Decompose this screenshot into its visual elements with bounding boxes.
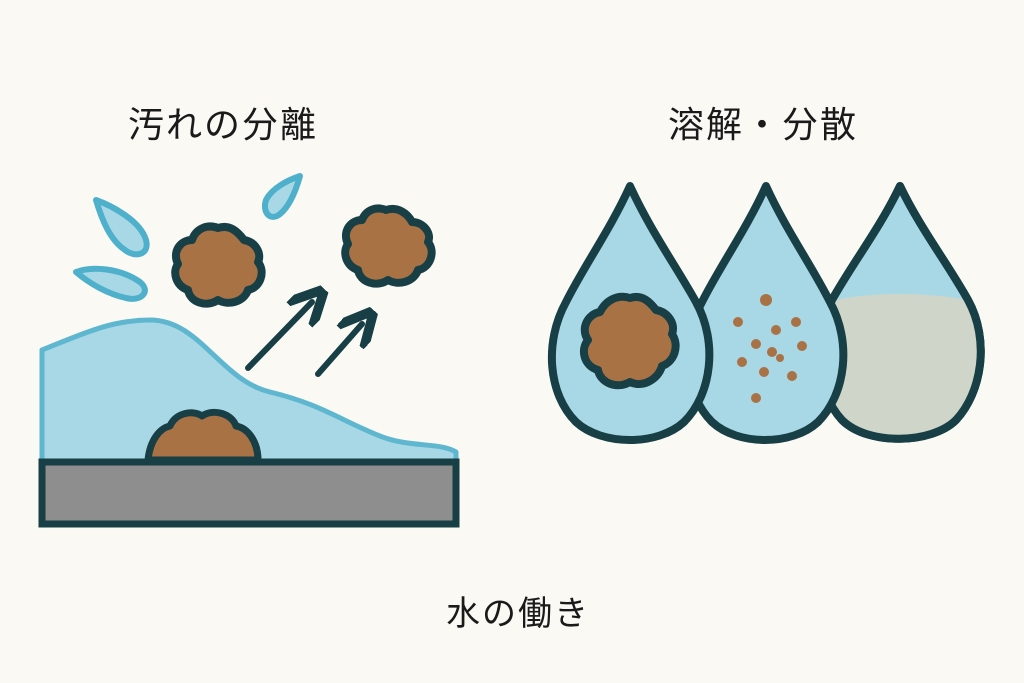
separation-panel xyxy=(38,173,460,528)
particle xyxy=(759,367,769,377)
splash-drop-1 xyxy=(93,197,150,258)
dirty-surface xyxy=(38,458,460,528)
particle xyxy=(767,347,777,357)
particle xyxy=(760,294,772,306)
dissolution-dispersion-title: 溶解・分散 xyxy=(668,105,859,146)
particle xyxy=(737,357,747,367)
separation-title: 汚れの分離 xyxy=(128,105,319,146)
lift-arrow-1 xyxy=(245,302,312,371)
particle xyxy=(751,339,761,349)
lifted-dirt-2 xyxy=(341,204,436,288)
water-action-caption: 水の働き xyxy=(446,594,590,634)
particle xyxy=(751,393,761,403)
particle xyxy=(771,325,781,335)
lifted-dirt-1 xyxy=(171,222,266,308)
milky-water-fill xyxy=(824,294,978,437)
dispersed-particles-drop xyxy=(683,182,848,444)
particle xyxy=(791,317,801,327)
splash-drop-3 xyxy=(73,265,148,302)
dispersed-particles xyxy=(733,294,807,403)
particle xyxy=(797,341,807,351)
lift-arrow-2 xyxy=(315,324,362,377)
particle xyxy=(733,317,743,327)
dirt-in-drop xyxy=(579,292,680,390)
particle xyxy=(787,371,797,381)
water-wave xyxy=(39,317,459,465)
splash-drop-2 xyxy=(262,173,303,220)
dissolution-panel xyxy=(547,182,985,444)
particle xyxy=(776,354,784,362)
dirt-on-surface xyxy=(144,408,262,464)
